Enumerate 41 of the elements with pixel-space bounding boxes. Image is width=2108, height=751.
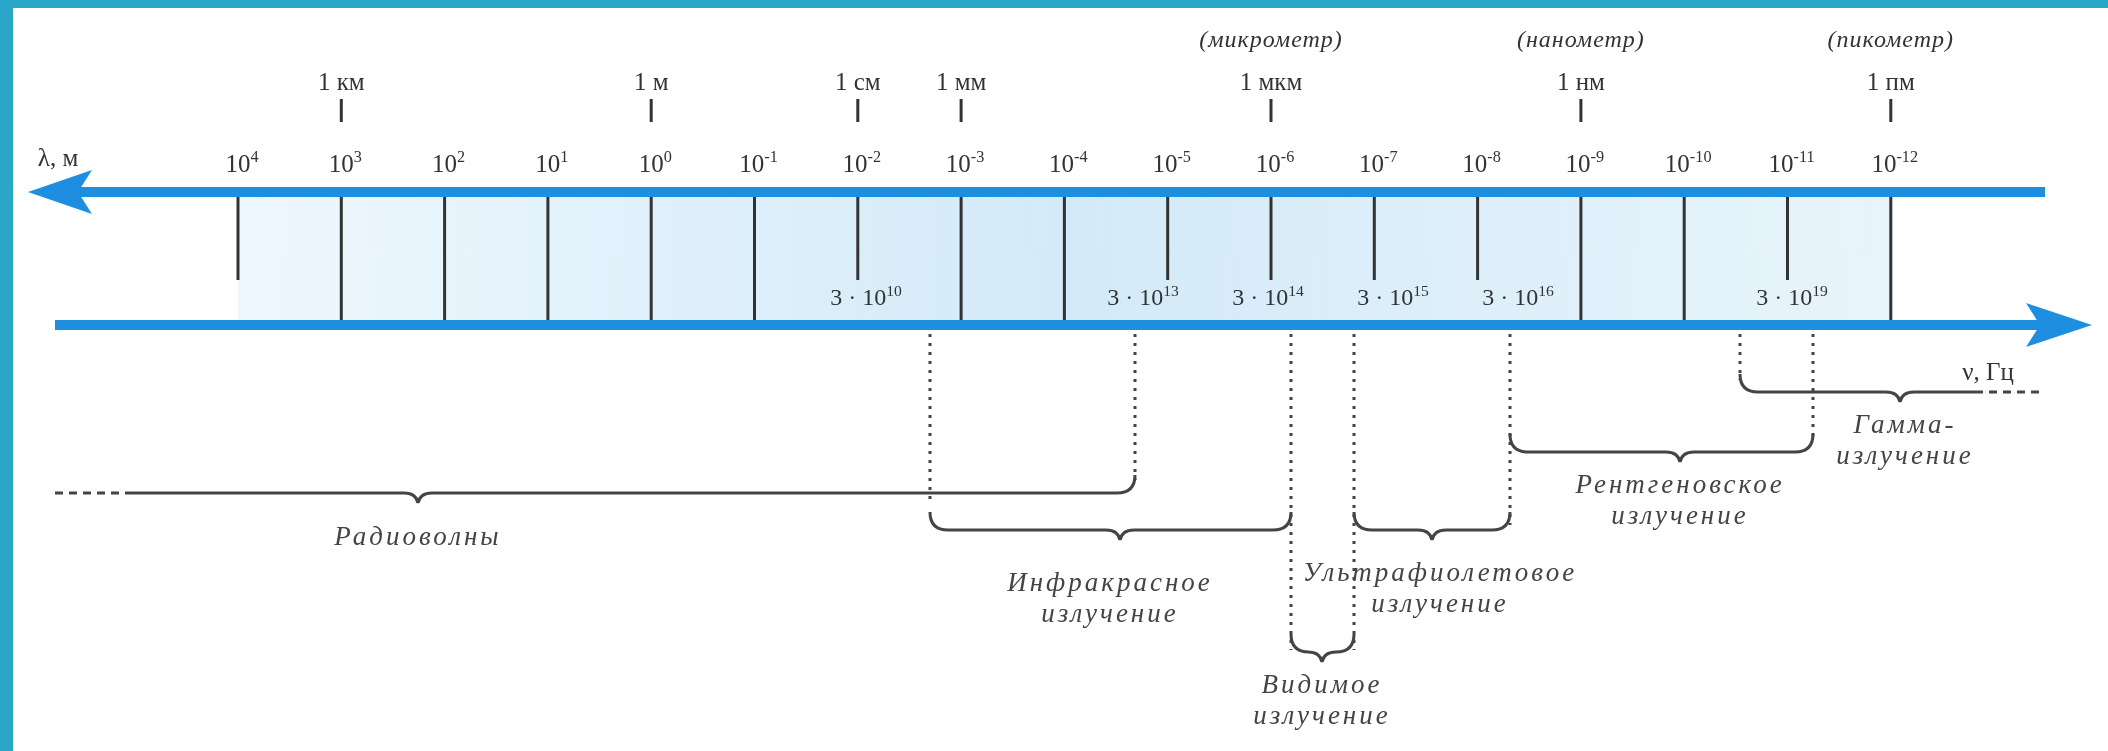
unit-label: 1 см [834, 67, 881, 97]
unit-note: (нанометр) [1516, 26, 1645, 54]
unit-label: 1 км [317, 67, 365, 97]
frequency-value: 3 · 10$^{16}$ [1482, 284, 1554, 312]
band-label: Радиоволны [334, 521, 502, 553]
wavelength-value: 10$^{-6}$ [1255, 149, 1295, 179]
wavelength-value: 10$^{-9}$ [1565, 149, 1605, 179]
frequency-value: 3 · 10$^{13}$ [1107, 284, 1179, 312]
band-label: Рентгеновское излучение [1574, 468, 1786, 532]
unit-label: 1 мм [935, 67, 987, 97]
wavelength-value: 10$^{-10}$ [1664, 149, 1712, 179]
band-label: Видимое излучение [1252, 668, 1392, 732]
wavelength-value: 10$^{3}$ [328, 149, 362, 179]
wavelength-value: 10$^{-11}$ [1768, 149, 1815, 179]
unit-note: (микрометр) [1199, 26, 1343, 54]
wavelength-value: 10$^{2}$ [432, 149, 466, 179]
frequency-value: 3 · 10$^{10}$ [830, 284, 902, 312]
axis-label: λ, м [37, 143, 79, 173]
wavelength-value: 10$^{-3}$ [945, 149, 985, 179]
wavelength-value: 10$^{-4}$ [1049, 149, 1088, 179]
wavelength-value: 10$^{-5}$ [1152, 149, 1191, 179]
wavelength-value: 10$^{0}$ [638, 149, 672, 179]
wavelength-value: 10$^{-2}$ [842, 149, 882, 179]
axis-label: ν, Гц [1962, 357, 2014, 387]
band-label: Ультрафиолетовое излучение [1301, 556, 1579, 620]
wavelength-value: 10$^{4}$ [225, 149, 259, 179]
frequency-value: 3 · 10$^{19}$ [1756, 284, 1828, 312]
band-label: Инфракрасное излучение [1006, 566, 1214, 630]
unit-label: 1 м [633, 67, 669, 97]
band-label: Гамма-излучение [1835, 408, 1975, 472]
wavelength-value: 10$^{-7}$ [1359, 149, 1398, 179]
wavelength-value: 10$^{-12}$ [1871, 149, 1919, 179]
unit-label: 1 нм [1556, 67, 1605, 97]
unit-label: 1 пм [1866, 67, 1915, 97]
frequency-value: 3 · 10$^{14}$ [1232, 284, 1304, 312]
unit-label: 1 мкм [1239, 67, 1303, 97]
frequency-value: 3 · 10$^{15}$ [1357, 284, 1429, 312]
wavelength-value: 10$^{-1}$ [739, 149, 778, 179]
unit-note: (пикометр) [1827, 26, 1954, 54]
wavelength-value: 10$^{-8}$ [1462, 149, 1501, 179]
wavelength-value: 10$^{1}$ [535, 149, 569, 179]
